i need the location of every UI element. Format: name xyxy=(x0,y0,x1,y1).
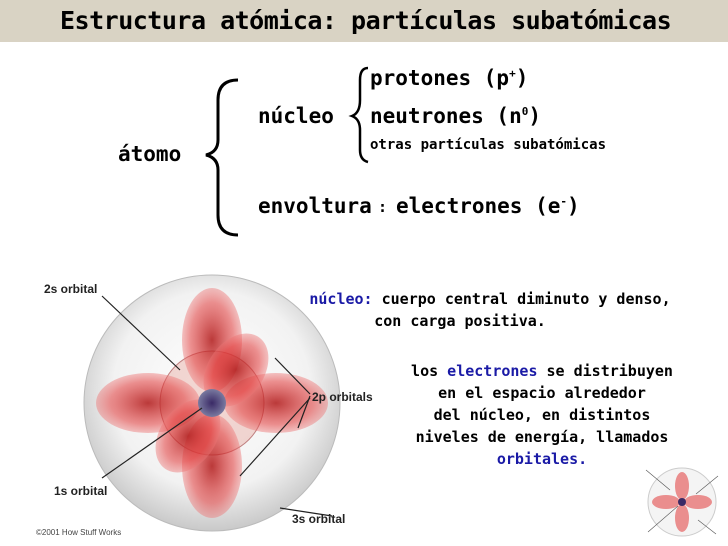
atom-label: átomo xyxy=(118,142,182,166)
nucleus-desc-line2: con carga positiva. xyxy=(374,312,546,330)
shell-label: envoltura xyxy=(258,194,372,218)
other-particles: otras partículas subatómicas xyxy=(370,137,607,153)
orbital-1s-core xyxy=(198,389,226,417)
title-bar: Estructura atómica: partículas subatómic… xyxy=(0,0,728,42)
electron-desc-line5: orbitales. xyxy=(496,450,588,468)
nucleus-desc-line1: núcleo: cuerpo central diminuto y denso, xyxy=(309,290,671,308)
protons-charge: + xyxy=(509,67,516,80)
protons-text: protones (p xyxy=(370,66,510,90)
label-1s-orbital: 1s orbital xyxy=(54,484,108,498)
thumbnail-orbital-icon xyxy=(645,467,719,537)
p-lobe-front xyxy=(155,399,221,473)
orbitals-term: orbitales xyxy=(496,450,579,468)
electron-desc-line4: niveles de energía, llamados xyxy=(415,428,669,446)
neutrons-charge: 0 xyxy=(521,105,529,118)
electron-desc-line3: del núcleo, en distintos xyxy=(433,406,651,424)
label-2s-orbital: 2s orbital xyxy=(44,282,98,296)
p-lobe-back xyxy=(203,333,269,407)
electrons-line: electrones (e-) xyxy=(396,194,580,218)
page-title: Estructura atómica: partículas subatómic… xyxy=(60,6,672,35)
electrons-charge: - xyxy=(560,195,567,208)
nucleus-term: núcleo: xyxy=(309,290,373,308)
electron-desc-line1: los electrones se distribuyen xyxy=(411,362,673,380)
orbital-diagram xyxy=(83,274,341,532)
atom-bracket xyxy=(205,78,239,237)
neutrons-line: neutrones (n0) xyxy=(370,104,541,128)
nucleus-description: núcleo: cuerpo central diminuto y denso,… xyxy=(288,288,692,332)
copyright-notice: ©2001 How Stuff Works xyxy=(36,528,122,537)
nucleus-bracket xyxy=(348,66,369,164)
electrons-text: electrones (e xyxy=(396,194,561,218)
shell-separator: : xyxy=(378,198,388,216)
neutrons-text: neutrones (n xyxy=(370,104,522,128)
label-3s-orbital: 3s orbital xyxy=(292,512,346,526)
label-2p-orbitals: 2p orbitals xyxy=(312,390,373,404)
protons-line: protones (p+) xyxy=(370,66,529,90)
nucleus-label: núcleo xyxy=(258,104,334,128)
electrons-term: electrones xyxy=(447,362,538,380)
electron-desc-line2: en el espacio alrededor xyxy=(438,384,646,402)
electron-description: los electrones se distribuyen en el espa… xyxy=(392,360,692,470)
